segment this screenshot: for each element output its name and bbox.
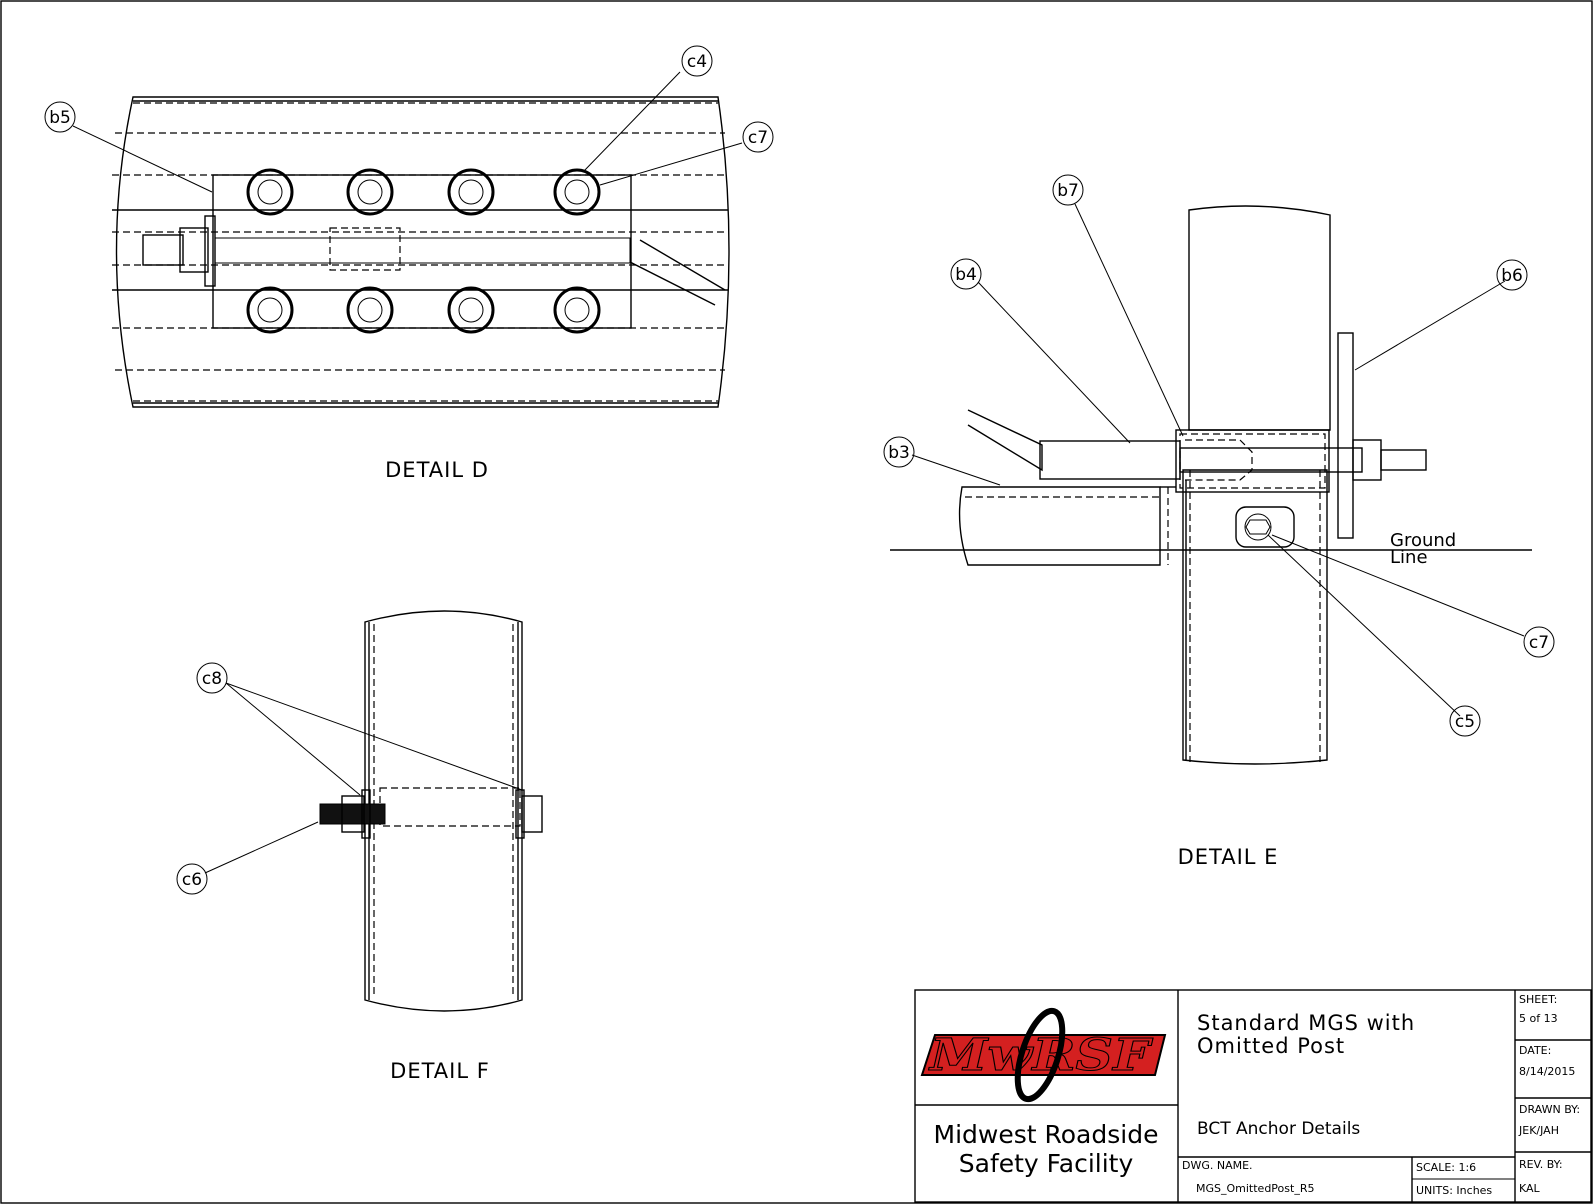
detail-e-label: DETAIL E [1178, 845, 1279, 869]
drawing-title-line1: Standard MGS with [1197, 1011, 1415, 1035]
detail-d-label: DETAIL D [385, 458, 489, 482]
ground-line-label: Ground [1390, 530, 1456, 551]
ground-line-label-2: Line [1390, 547, 1428, 568]
callout-b6: b6 [1496, 259, 1528, 291]
sheet-value: 5 of 13 [1519, 1012, 1558, 1025]
detail-f-label: DETAIL F [390, 1059, 490, 1083]
svg-text:b5: b5 [49, 108, 71, 128]
callout-b5: b5 [44, 101, 76, 133]
detail-d-drawing [72, 71, 743, 408]
title-block [914, 989, 1592, 1203]
callout-c7-detail-d: c7 [742, 121, 774, 153]
dwg-name-value: MGS_OmittedPost_R5 [1196, 1182, 1314, 1195]
callout-b3: b3 [883, 436, 915, 468]
svg-text:b6: b6 [1501, 266, 1523, 286]
units-value: UNITS: Inches [1416, 1184, 1492, 1197]
svg-text:c6: c6 [182, 870, 202, 890]
svg-text:c4: c4 [687, 52, 707, 72]
svg-text:b4: b4 [955, 265, 977, 285]
svg-text:c7: c7 [1529, 633, 1549, 653]
svg-text:c5: c5 [1455, 712, 1475, 732]
drawing-subtitle: BCT Anchor Details [1197, 1119, 1360, 1139]
scale-value: SCALE: 1:6 [1416, 1161, 1476, 1174]
callout-c4: c4 [681, 45, 713, 77]
svg-text:c8: c8 [202, 669, 222, 689]
callout-c6: c6 [176, 863, 208, 895]
sheet-label: SHEET: [1519, 993, 1557, 1006]
svg-text:MwRSF: MwRSF [928, 1030, 1154, 1081]
org-name-line1: Midwest Roadside [934, 1120, 1159, 1149]
detail-f-drawing [204, 610, 543, 1012]
date-label: DATE: [1519, 1044, 1551, 1057]
rev-by-value: KAL [1519, 1182, 1541, 1195]
svg-text:b3: b3 [888, 443, 910, 463]
svg-text:b7: b7 [1057, 181, 1079, 201]
callout-b7: b7 [1052, 174, 1084, 206]
date-value: 8/14/2015 [1519, 1065, 1575, 1078]
drawing-title-line2: Omitted Post [1197, 1034, 1345, 1058]
callout-c5: c5 [1449, 705, 1481, 737]
callout-c7-detail-e: c7 [1523, 626, 1555, 658]
callout-c8: c8 [196, 662, 228, 694]
rev-by-label: REV. BY: [1519, 1158, 1563, 1171]
org-name-line2: Safety Facility [959, 1149, 1134, 1178]
drawn-by-label: DRAWN BY: [1519, 1103, 1580, 1116]
mwrsf-logo: MwRSF [920, 1007, 1167, 1103]
detail-e-drawing [890, 203, 1532, 765]
svg-text:c7: c7 [748, 128, 768, 148]
callout-b4: b4 [950, 258, 982, 290]
drawn-by-value: JEK/JAH [1518, 1124, 1559, 1137]
dwg-name-label: DWG. NAME. [1182, 1159, 1253, 1172]
